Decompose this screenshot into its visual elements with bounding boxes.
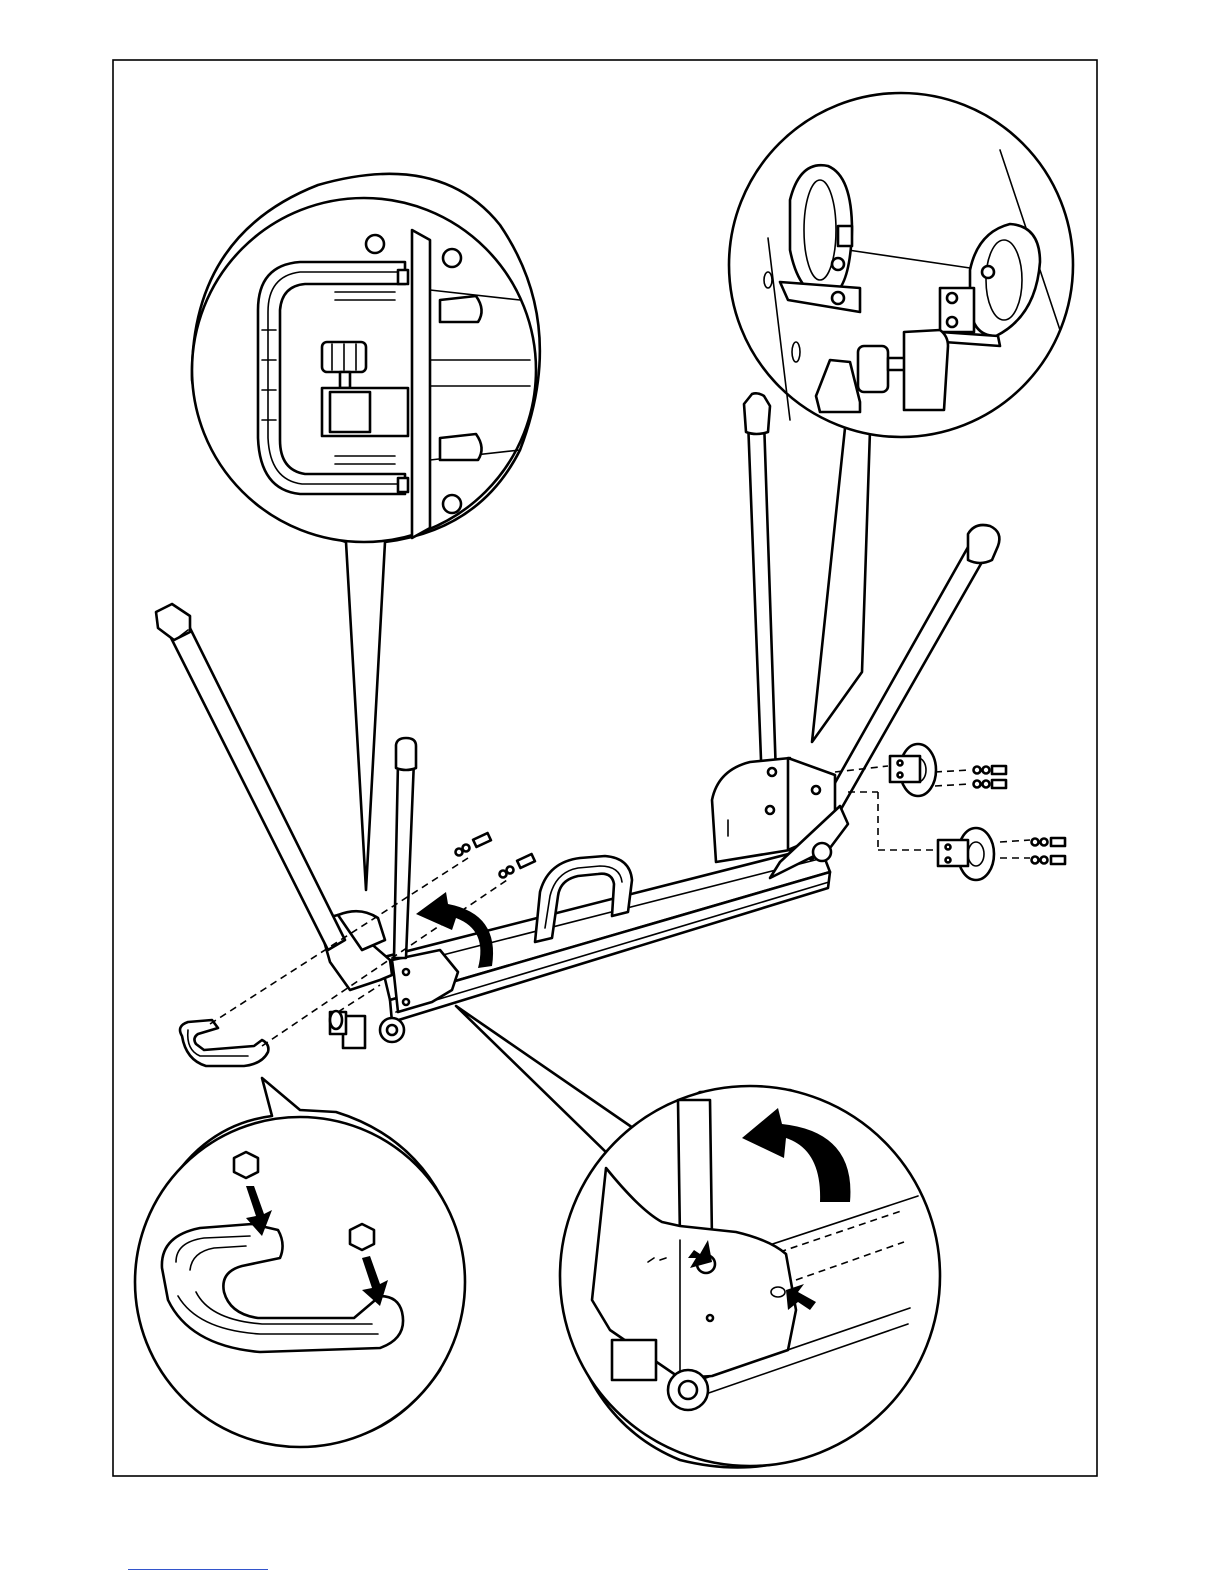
left-fasteners	[456, 833, 535, 878]
wheel-icon	[890, 744, 936, 796]
bolt-icon	[456, 833, 491, 856]
footer-link-underline[interactable]	[128, 1566, 268, 1570]
detail-handle-nuts	[135, 1078, 465, 1447]
detail-leg-pivot	[456, 1006, 940, 1468]
detail-wheel-mount	[729, 93, 1073, 742]
front-handle-part	[180, 1020, 268, 1066]
wheel-icon	[938, 828, 994, 880]
bolt-icon	[992, 766, 1065, 864]
left-long-leg	[156, 604, 345, 950]
right-wheels	[835, 744, 1065, 880]
left-short-leg	[394, 738, 416, 958]
bolt-icon	[500, 854, 535, 878]
